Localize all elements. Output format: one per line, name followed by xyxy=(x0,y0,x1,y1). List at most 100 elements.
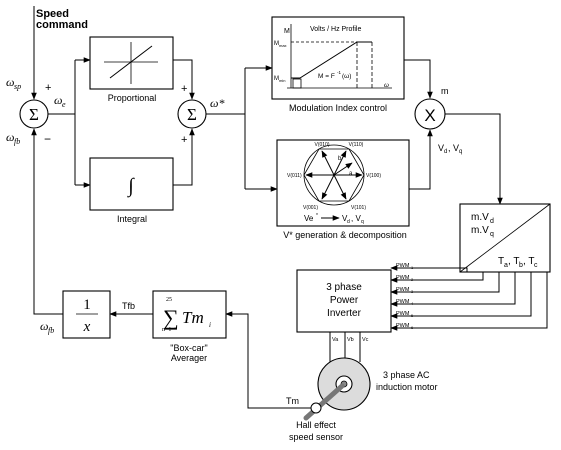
sum2-plus-bottom: + xyxy=(181,134,187,146)
sensor-label-2: speed sensor xyxy=(289,432,343,442)
pwm5-label: PWM xyxy=(396,311,410,317)
svg-text:-1: -1 xyxy=(337,70,341,75)
svg-text:d: d xyxy=(490,218,494,225)
proportional-output-wire xyxy=(173,59,195,100)
pwm2-label: PWM xyxy=(396,275,410,281)
svg-text:M = F: M = F xyxy=(318,73,335,80)
svg-text:6: 6 xyxy=(411,325,414,330)
vector-generation-block xyxy=(276,139,410,227)
inverter-label-1: 3 phase xyxy=(326,282,362,293)
decomposer-output-label: T a , T b , T c xyxy=(498,256,538,269)
svg-text:d: d xyxy=(347,219,350,225)
modulation-output-wire xyxy=(404,59,433,99)
pwm3-label: PWM xyxy=(396,287,410,293)
svg-text:m.V: m.V xyxy=(471,225,489,236)
integral-symbol: ∫ xyxy=(126,175,135,198)
vd-vq-signal-label: V d , V q xyxy=(438,143,462,155)
svg-text:, V: , V xyxy=(448,143,459,153)
svg-text:2: 2 xyxy=(411,277,414,282)
v100-label: V(100) xyxy=(366,173,381,179)
speed-feedback-wire xyxy=(31,128,63,315)
omega-fb-label: ω fb xyxy=(6,130,20,146)
integral-block: ∫ xyxy=(89,157,174,211)
speed-command-label-2: command xyxy=(36,19,88,31)
omega-fb-output-label: ω fb xyxy=(40,319,54,335)
svg-text:V: V xyxy=(342,214,348,223)
svg-text:a: a xyxy=(504,262,508,269)
averager-label-2: Averager xyxy=(171,353,207,363)
svg-text:V: V xyxy=(438,143,444,153)
svg-text:q: q xyxy=(459,149,462,155)
svg-text:b: b xyxy=(519,262,523,269)
sum2-plus-top: + xyxy=(181,83,187,95)
motor-label-1: 3 phase AC xyxy=(383,370,430,380)
svg-text:c: c xyxy=(534,262,538,269)
svg-text:ω: ω xyxy=(6,75,14,89)
tfb-signal-label: Tfb xyxy=(122,301,135,311)
svg-text:3: 3 xyxy=(411,289,414,294)
svg-text:X: X xyxy=(424,106,435,125)
v010-label: V(010) xyxy=(314,142,329,148)
svg-text:∑: ∑ xyxy=(163,305,179,330)
summing-junction-2: Σ xyxy=(177,99,207,129)
svg-text:ω: ω xyxy=(54,93,62,107)
sensor-label-1: Hall effect xyxy=(296,420,336,430)
volts-hz-title: Volts / Hz Profile xyxy=(310,26,361,33)
svg-text:, T: , T xyxy=(523,256,534,267)
integral-output-wire xyxy=(173,128,195,186)
svg-text:q: q xyxy=(490,231,494,238)
v110-label: V(110) xyxy=(349,142,364,148)
modulation-index-block xyxy=(271,16,405,100)
summing-junction-1: Σ xyxy=(19,99,49,129)
averager-summation: 25 n=1 ∑ Tm i xyxy=(162,297,211,333)
modulation-index-label: Modulation Index control xyxy=(289,103,387,113)
svg-text:5: 5 xyxy=(411,313,414,318)
svg-text:e: e xyxy=(62,100,66,109)
v001-label: V(001) xyxy=(303,205,318,211)
m-max-label: M max xyxy=(274,41,287,48)
inverter-label-2: Power xyxy=(330,295,359,306)
svg-text:n=1: n=1 xyxy=(162,327,171,333)
ve-to-vdvq-label: Ve * V d , V q xyxy=(304,213,364,225)
svg-text:1: 1 xyxy=(411,265,414,270)
vector-output-wire xyxy=(409,129,433,190)
integral-label: Integral xyxy=(117,214,147,224)
svg-text:, V: , V xyxy=(351,214,361,223)
proportional-block xyxy=(89,36,174,90)
reciprocal-block xyxy=(62,290,111,339)
vector-generation-label: V* generation & decomposition xyxy=(283,230,407,240)
svg-text:fb: fb xyxy=(48,326,54,335)
tm-feedback-wire xyxy=(225,311,311,409)
svg-text:d: d xyxy=(444,149,447,155)
svg-text:fb: fb xyxy=(14,137,20,146)
svg-text:, T: , T xyxy=(508,256,519,267)
vc-label: Vc xyxy=(362,337,369,343)
reciprocal-denominator: x xyxy=(83,319,91,335)
vb-label: Vb xyxy=(347,337,354,343)
pwm1-label: PWM xyxy=(396,263,410,269)
multiplier-junction: X xyxy=(414,98,446,130)
svg-text:Σ: Σ xyxy=(29,105,39,124)
axis-m-label: M xyxy=(284,28,290,35)
svg-text:i: i xyxy=(209,321,211,329)
pwm4-label: PWM xyxy=(396,299,410,305)
m-min-label: M min xyxy=(274,76,285,83)
svg-text:m.V: m.V xyxy=(471,212,489,223)
svg-text:Ve: Ve xyxy=(304,214,314,223)
multiplier-output-wire xyxy=(445,113,503,205)
svg-text:q: q xyxy=(361,219,364,225)
svg-text:ω: ω xyxy=(6,130,14,144)
svg-text:max: max xyxy=(279,43,287,48)
axis-omega-label: ω xyxy=(384,81,389,89)
boxcar-averager-block xyxy=(152,290,227,339)
svg-text:ω: ω xyxy=(40,319,48,333)
sum1-plus-sign: + xyxy=(45,82,51,94)
svg-text:M: M xyxy=(274,41,279,47)
pwm6-label: PWM xyxy=(396,323,410,329)
svg-text:4: 4 xyxy=(411,301,414,306)
v101-label: V(101) xyxy=(351,205,366,211)
sum1-minus-sign: − xyxy=(44,132,51,146)
svg-text:sp: sp xyxy=(14,82,21,91)
inverter-label-3: Inverter xyxy=(327,308,362,319)
